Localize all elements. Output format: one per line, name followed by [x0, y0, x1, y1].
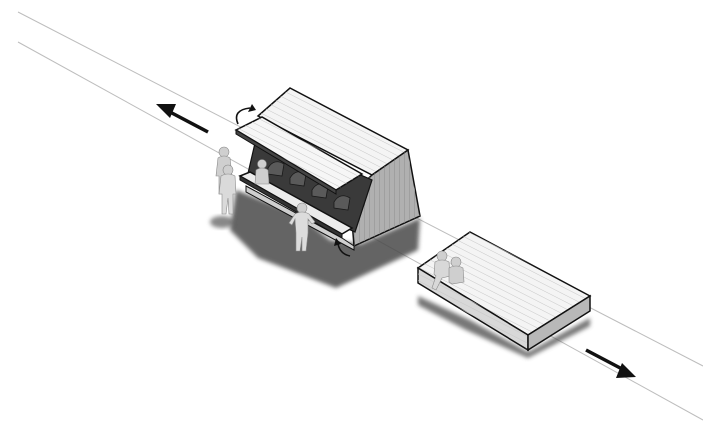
- kiosk-awning-edge: [235, 129, 337, 195]
- shadows: [210, 190, 590, 358]
- platform-top-hatch: [418, 232, 590, 335]
- rotation-arrows: [235, 104, 351, 257]
- people: [215, 146, 465, 291]
- seat-1: [267, 161, 285, 177]
- person-walking-front: [288, 202, 316, 252]
- move-right-arrow: [585, 348, 636, 378]
- direction-arrows: [156, 104, 636, 378]
- person-in-kiosk: [254, 159, 270, 185]
- awning-rotate-arrow: [235, 104, 256, 125]
- platform-side: [527, 294, 591, 352]
- person-sitting-platform-1: [431, 250, 451, 291]
- platform-module: [416, 231, 592, 352]
- kiosk-roof-hatch: [258, 88, 408, 175]
- move-left-arrow: [156, 104, 209, 134]
- kiosk-shadow: [230, 190, 420, 288]
- platform-front-hatch: [418, 268, 528, 350]
- person-standing-left-front: [218, 164, 237, 215]
- kiosk-module: [234, 87, 421, 251]
- seat-4: [333, 195, 351, 211]
- kiosk-awning-hatch: [236, 117, 362, 190]
- person-sitting-platform-2: [448, 256, 465, 285]
- counter-rotate-arrow: [334, 238, 351, 257]
- kiosk-end-wall-hatch: [350, 150, 420, 246]
- person-shadow-left: [210, 216, 234, 228]
- platform-shadow: [418, 296, 590, 358]
- kiosk-seats: [267, 161, 351, 211]
